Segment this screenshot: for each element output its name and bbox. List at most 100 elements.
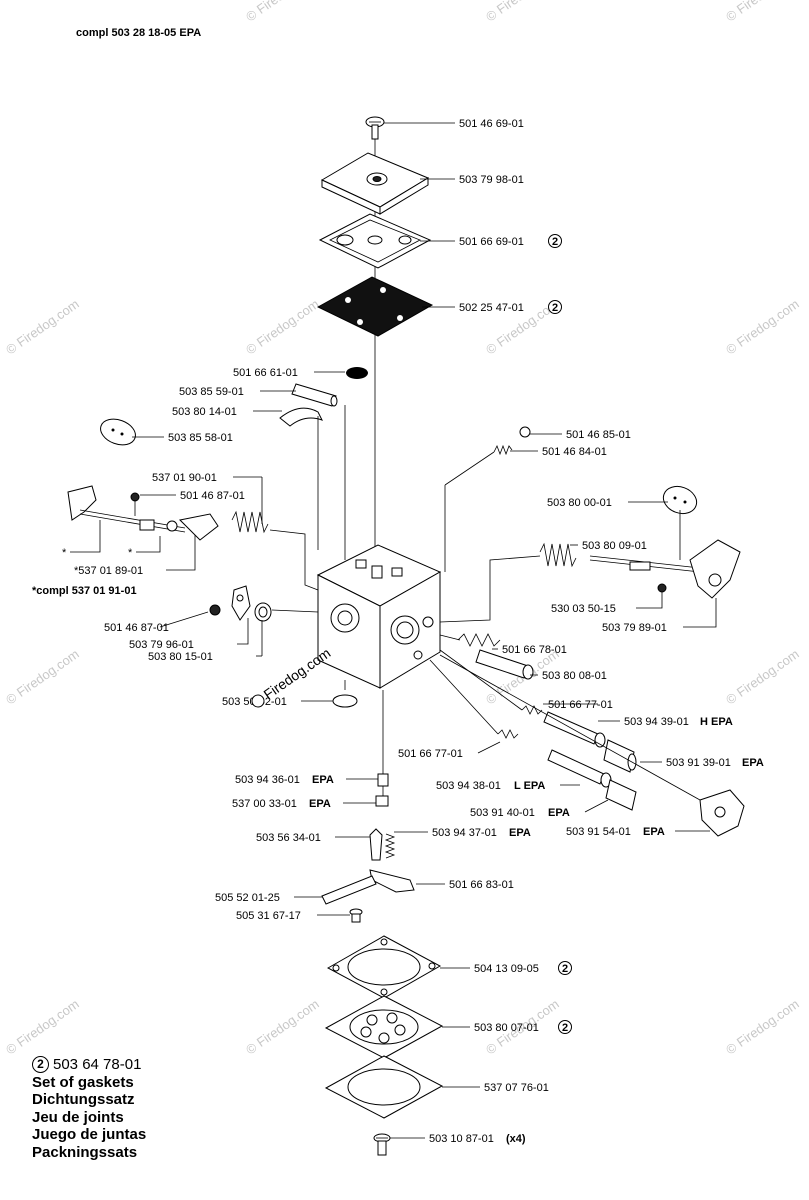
leader-lines — [70, 122, 717, 1139]
part-label: 503 91 54-01 — [566, 826, 631, 838]
kit-header-number: compl 503 28 18-05 — [76, 27, 177, 39]
needle-valve — [369, 828, 383, 861]
part-label: 501 46 69-01 — [459, 118, 524, 130]
part-label: 503 91 40-01 — [470, 807, 535, 819]
part-label-suffix: EPA — [742, 757, 764, 769]
gasket-537-07-76 — [324, 1055, 444, 1119]
center-watermark: Firedog.com — [261, 645, 334, 703]
diaphragm-503-80-07 — [324, 995, 444, 1059]
throttle-assembly-right — [539, 485, 741, 599]
screw-505-31-67 — [349, 908, 363, 923]
part-label: 503 80 08-01 — [542, 670, 607, 682]
fitting-503-91-54 — [439, 654, 745, 837]
kit-header: compl 503 28 18-05 EPA — [76, 27, 201, 39]
jet-lower — [375, 795, 389, 807]
part-label: 501 46 87-01 — [180, 490, 245, 502]
lever-pin — [321, 875, 377, 905]
pump-diaphragm — [316, 276, 434, 337]
legend-line: Dichtungssatz — [32, 1091, 135, 1108]
part-label: 501 46 87-01 — [104, 622, 169, 634]
part-label: 503 79 89-01 — [602, 622, 667, 634]
cap-h — [603, 739, 637, 773]
watermark: © Firedog.com — [723, 296, 802, 357]
jet-upper — [377, 773, 389, 787]
part-label: 503 94 39-01 — [624, 716, 689, 728]
part-label: 537 07 76-01 — [484, 1082, 549, 1094]
svg-text:2: 2 — [562, 1022, 568, 1034]
legend-marker: 2 — [32, 1056, 49, 1073]
needle-l — [547, 749, 612, 788]
part-label: 503 85 58-01 — [168, 432, 233, 444]
svg-text:2: 2 — [552, 236, 558, 248]
part-label: 501 46 85-01 — [566, 429, 631, 441]
pump-gasket — [318, 213, 432, 269]
metering-spring — [384, 833, 396, 859]
spring-501-66-77-lower — [497, 729, 519, 739]
part-label: 503 94 37-01 — [432, 827, 497, 839]
watermark: © Firedog.com — [723, 646, 802, 707]
part-label: *537 01 89-01 — [74, 565, 143, 577]
part-label: 503 79 96-01 — [129, 639, 194, 651]
part-label-suffix: EPA — [509, 827, 531, 839]
pump-cover — [320, 152, 430, 215]
part-label: 501 66 61-01 — [233, 367, 298, 379]
part-label: 505 31 67-17 — [236, 910, 301, 922]
spring-501-66-77-upper — [521, 705, 543, 715]
legend-line: Set of gaskets — [32, 1073, 134, 1091]
tube-short — [291, 383, 338, 407]
spring-501-66-78 — [457, 633, 501, 647]
part-label: 503 80 15-01 — [148, 651, 213, 663]
part-label: 537 00 33-01 — [232, 798, 297, 810]
gasket-set-marker: 2 — [548, 234, 562, 248]
part-label: 503 56 34-01 — [256, 832, 321, 844]
ball — [519, 426, 531, 438]
part-label: 530 03 50-15 — [551, 603, 616, 615]
watermark: © Firedog.com — [3, 296, 82, 357]
metering-lever — [369, 869, 415, 893]
part-label: 503 79 98-01 — [459, 174, 524, 186]
tube-bent — [279, 407, 324, 427]
part-label-suffix: EPA — [309, 798, 331, 810]
part-label: 503 80 09-01 — [582, 540, 647, 552]
part-label: 537 01 90-01 — [152, 472, 217, 484]
part-label-suffix: H EPA — [700, 716, 733, 728]
part-label: 503 80 00-01 — [547, 497, 612, 509]
watermark: © Firedog.com — [243, 296, 322, 357]
choke-assembly — [67, 418, 219, 541]
part-label: 502 25 47-01 — [459, 302, 524, 314]
part-label: 503 80 07-01 — [474, 1022, 539, 1034]
legend-line: Packningssats — [32, 1143, 138, 1161]
watermark: © Firedog.com — [3, 646, 82, 707]
part-label: 503 94 36-01 — [235, 774, 300, 786]
part-label: 501 66 83-01 — [449, 879, 514, 891]
watermark: © Firedog.com — [723, 996, 802, 1057]
part-label: 501 66 69-01 — [459, 236, 524, 248]
watermark: © Firedog.com — [243, 996, 322, 1057]
part-label-suffix: L EPA — [514, 780, 545, 792]
small-spring — [493, 444, 513, 456]
part-label-suffix: (x4) — [506, 1133, 526, 1145]
choke-spring — [231, 510, 269, 534]
kit-header-suffix: EPA — [179, 27, 202, 39]
star-marker: * — [62, 547, 67, 559]
screw-503-10-87 — [373, 1133, 391, 1156]
part-label: 503 10 87-01 — [429, 1133, 494, 1145]
part-label-suffix: EPA — [643, 826, 665, 838]
filter-disc — [346, 367, 368, 379]
cap-l — [605, 779, 637, 811]
part-label: 501 66 77-01 — [398, 748, 463, 760]
gasket-set-marker: 2 — [548, 300, 562, 314]
part-label: 501 66 77-01 — [548, 699, 613, 711]
part-label: 504 13 09-05 — [474, 963, 539, 975]
part-label: 501 66 78-01 — [502, 644, 567, 656]
part-label: *compl 537 01 91-01 — [32, 585, 137, 597]
watermark: © Firedog.com — [723, 0, 802, 24]
star-marker: * — [128, 547, 133, 559]
part-label: 503 80 14-01 — [172, 406, 237, 418]
part-label: 505 52 01-25 — [215, 892, 280, 904]
part-label-suffix: EPA — [548, 807, 570, 819]
part-label-suffix: EPA — [312, 774, 334, 786]
